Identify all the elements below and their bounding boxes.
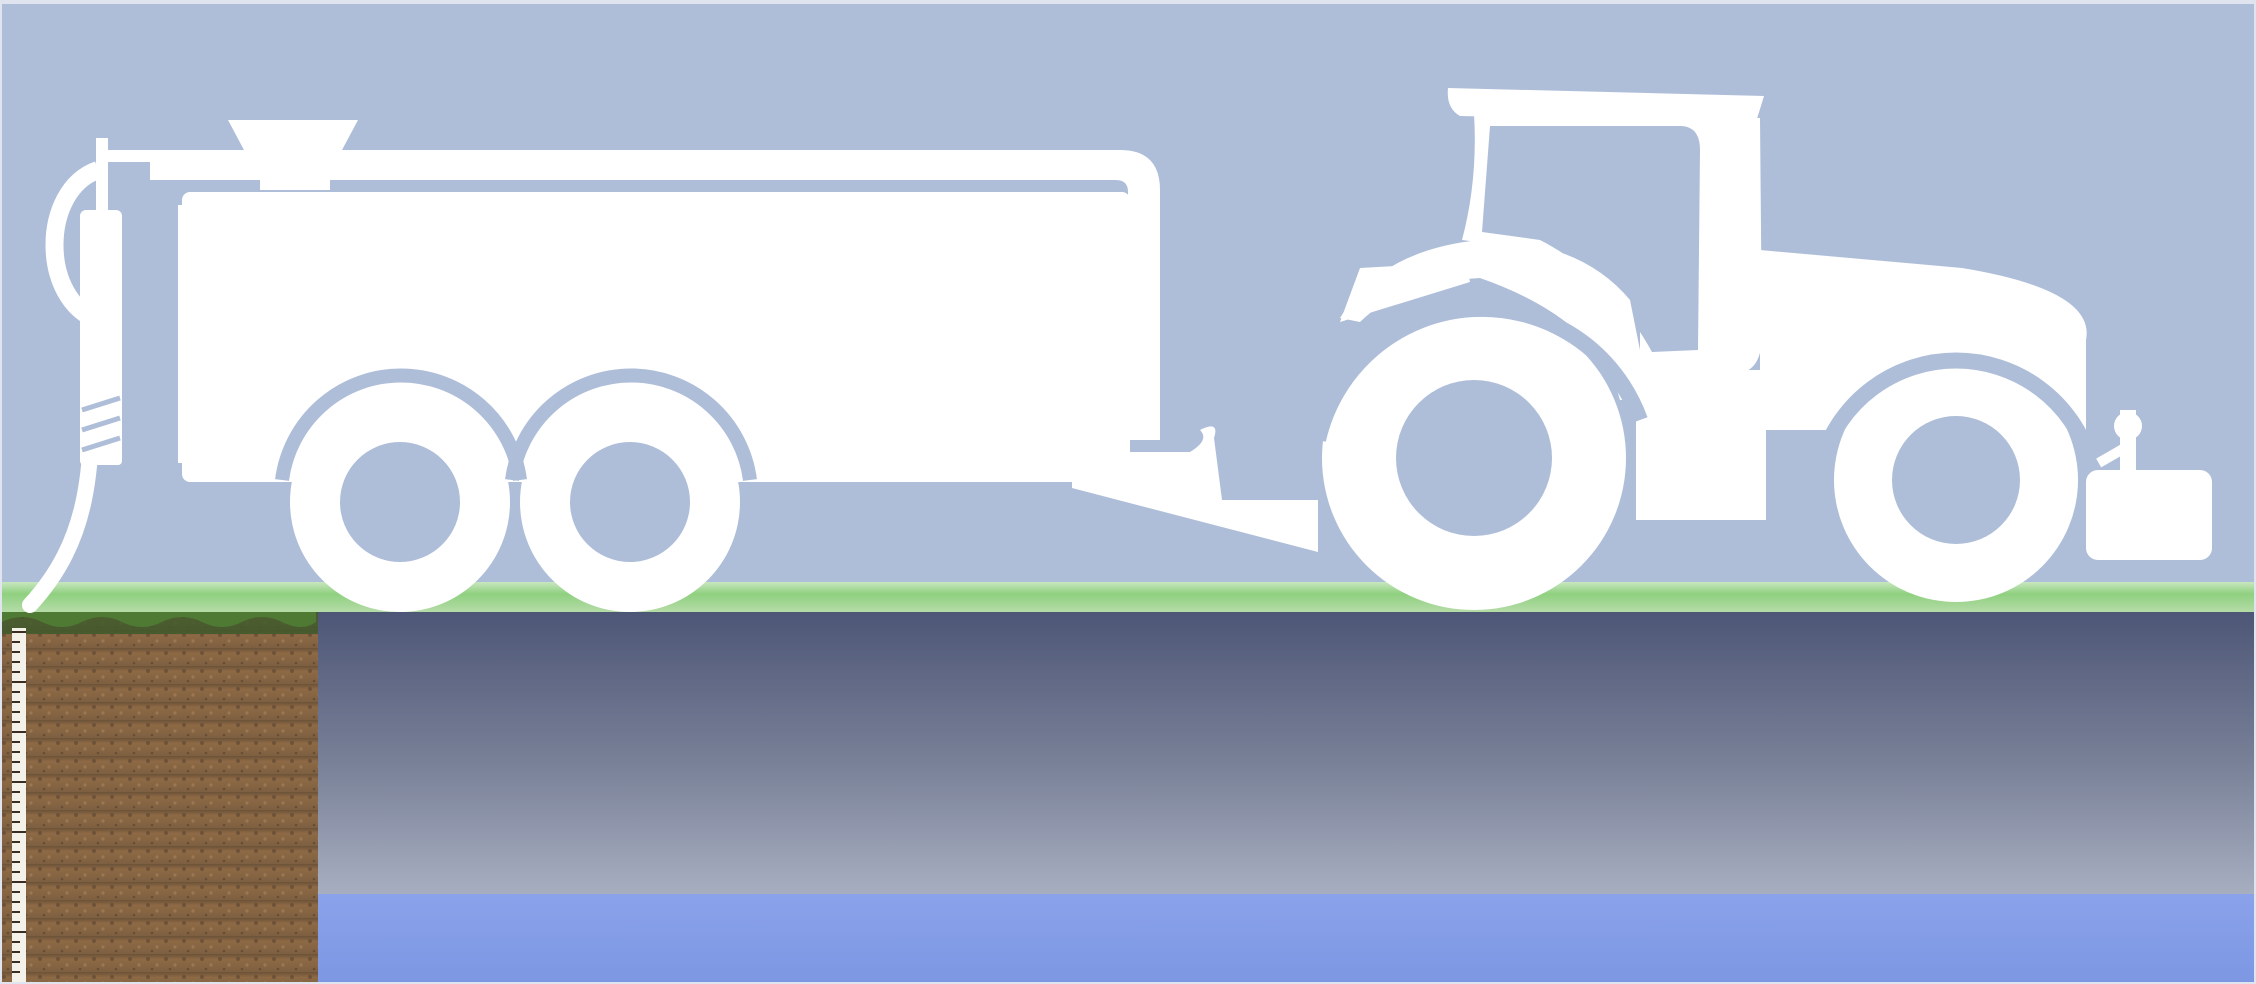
groundwater-layer (318, 894, 2254, 982)
soil-profile-photo (2, 612, 318, 982)
measuring-ruler (12, 628, 26, 982)
subsoil-layer (318, 612, 2254, 894)
